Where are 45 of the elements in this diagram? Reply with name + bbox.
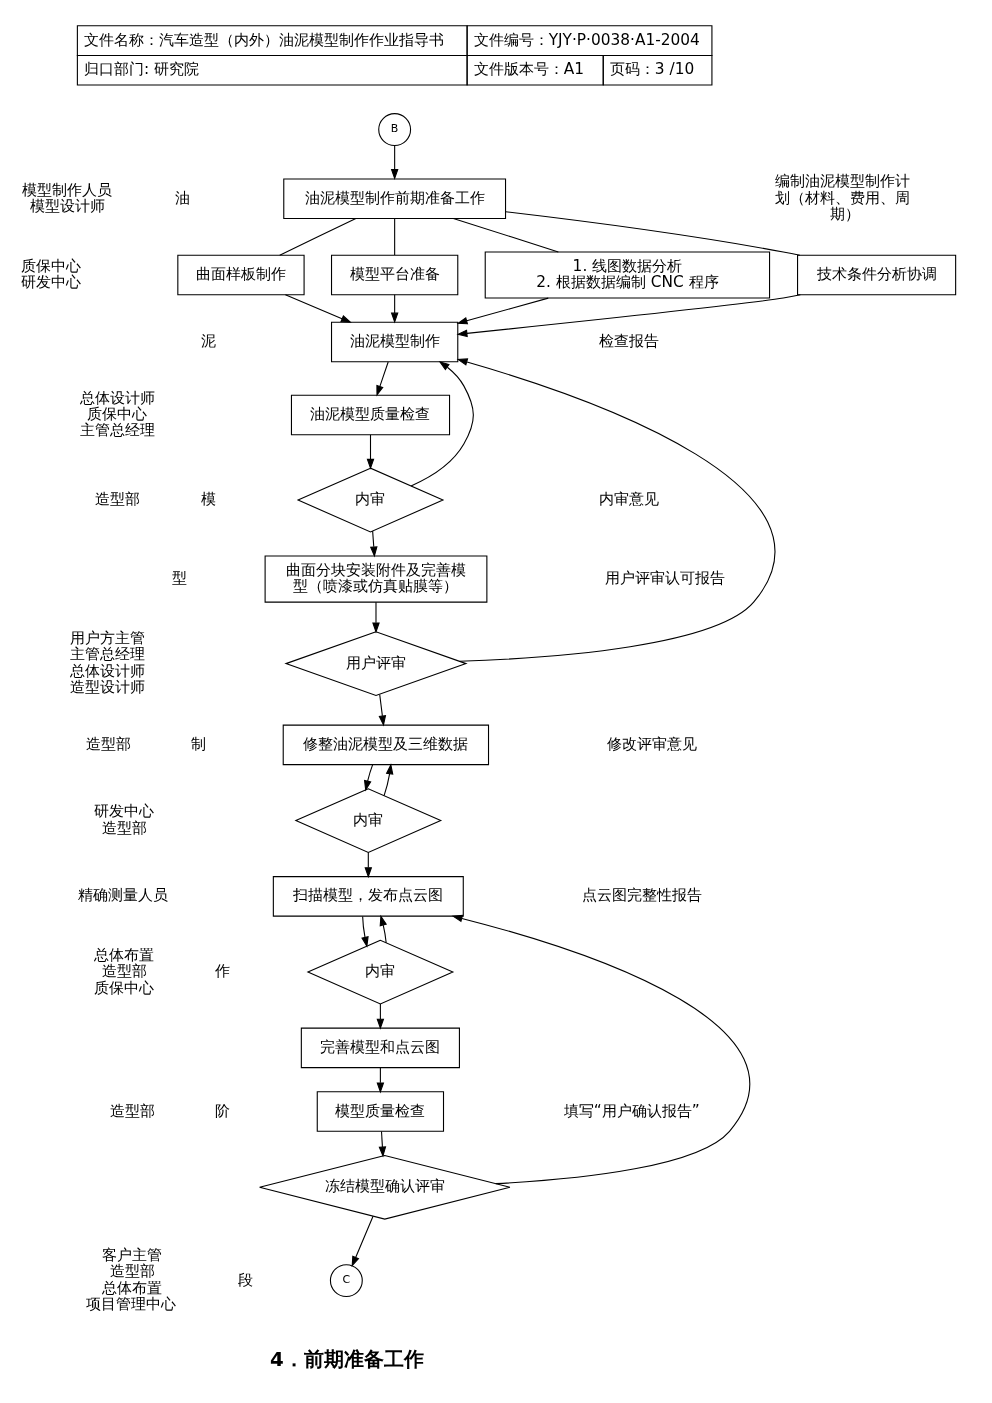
label: 阶 (215, 1101, 231, 1120)
label: 油 (174, 188, 190, 207)
label: 型 (172, 569, 188, 588)
label: 归口部门: 研究院 (83, 60, 200, 79)
label: 造型部 (102, 962, 148, 981)
label: 模型设计师 (30, 196, 106, 215)
label: 质保中心 (21, 256, 82, 275)
label: 4．前期准备工作 (270, 1347, 424, 1371)
label: 编制油泥模型制作计划（材料、费用、周期） (775, 172, 911, 224)
label: 检查报告 (598, 332, 659, 351)
label: 研发中心 (93, 802, 154, 821)
label: 客户主管 (101, 1245, 162, 1264)
label: 制 (191, 734, 207, 753)
label: 造型设计师 (69, 678, 145, 697)
label: 造型部 (85, 734, 131, 753)
label: 总体设计师 (79, 388, 155, 407)
label: 作 (215, 962, 231, 981)
label: 总体布置 (93, 945, 154, 964)
label: 填写“用户确认报告” (563, 1101, 700, 1120)
label: 段 (238, 1270, 254, 1289)
label: 质保中心 (87, 405, 148, 424)
label: 页码：3 /10 (609, 60, 695, 79)
label: 研发中心 (21, 273, 82, 292)
label: 点云图完整性报告 (581, 886, 702, 905)
label: 项目管理中心 (86, 1295, 177, 1314)
label: 修改评审意见 (606, 734, 697, 753)
label: 模型制作人员 (22, 180, 113, 199)
label: 造型部 (109, 1101, 155, 1120)
label: 用户方主管 (69, 628, 145, 647)
label: 总体设计师 (69, 661, 145, 680)
label: 主管总经理 (79, 421, 155, 440)
label: 造型部 (109, 1262, 155, 1281)
label: 文件版本号：A1 (473, 60, 584, 79)
label: 质保中心 (93, 978, 154, 997)
label: 精确测量人员 (78, 886, 169, 905)
label: 泥 (200, 332, 216, 351)
label: 用户评审认可报告 (604, 569, 725, 588)
label: 造型部 (95, 490, 141, 509)
label: 文件名称：汽车造型（内外）油泥模型制作作业指导书 (83, 30, 444, 49)
label: 模 (200, 490, 216, 509)
label: 总体布置 (101, 1278, 162, 1297)
label: 造型部 (102, 818, 148, 837)
label: 主管总经理 (69, 645, 145, 664)
label: 内审意见 (598, 490, 659, 509)
label: 文件编号：YJY·P·0038·A1-2004 (473, 30, 700, 49)
